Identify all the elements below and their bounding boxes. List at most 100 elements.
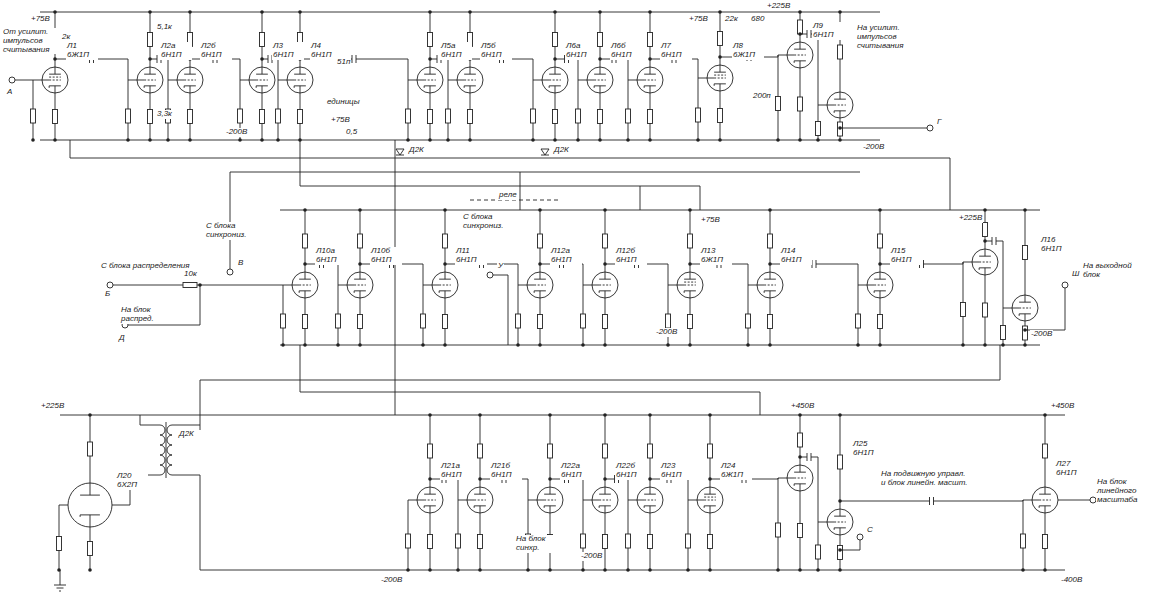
tube-grid: [834, 105, 846, 106]
tube-grid: [424, 500, 436, 501]
tube-envelope: [42, 67, 68, 93]
junction-dot: [538, 262, 542, 266]
tube-lead: [697, 500, 704, 501]
capacitor-symbol: [933, 497, 934, 505]
resistor-symbol: [718, 109, 723, 123]
tube-envelope: [637, 487, 663, 513]
junction-dot: [648, 57, 652, 61]
terminal-symbol: [927, 125, 933, 131]
tube-envelope: [68, 483, 112, 527]
junction-dot: [838, 10, 842, 14]
schematic-label: Л22б 6Н1П: [615, 462, 647, 480]
resistor-symbol: [688, 315, 693, 329]
tube-grid: [794, 55, 806, 56]
resistor-symbol: [708, 535, 713, 549]
junction-dot: [798, 413, 802, 417]
tube-lead: [1045, 487, 1046, 494]
wire: [300, 140, 301, 186]
resistor-symbol: [648, 444, 653, 458]
tube-grid: [534, 285, 546, 286]
ground-symbol: [54, 585, 66, 586]
capacitor-gap: [807, 453, 811, 461]
tube-lead: [550, 487, 551, 494]
junction-dot: [166, 138, 170, 142]
junction-dot: [548, 477, 552, 481]
resistor-symbol: [878, 315, 883, 329]
junction-dot: [298, 10, 302, 14]
resistor-symbol: [776, 97, 781, 111]
junction-dot: [88, 413, 92, 417]
wire: [760, 392, 761, 415]
tube-lead: [42, 80, 49, 81]
tube-lead: [262, 86, 263, 93]
tube-lead: [710, 506, 711, 513]
tube-grid: [684, 282, 696, 283]
resistor-symbol: [358, 234, 363, 248]
resistor-symbol: [626, 534, 631, 548]
junction-dot: [468, 138, 472, 142]
junction-dot: [603, 568, 607, 572]
schematic-label: +75В: [330, 116, 351, 125]
schematic-label: 200п: [752, 92, 772, 101]
resistor-symbol: [260, 33, 265, 47]
schematic-label: Л25 6Н1П: [852, 440, 884, 458]
tube-lead: [249, 80, 256, 81]
tube-lead: [637, 500, 644, 501]
schematic-label: Л27 6Н1П: [1055, 460, 1087, 478]
junction-dot: [538, 208, 542, 212]
schematic-label: 680: [750, 15, 765, 24]
tube-lead: [690, 272, 691, 279]
junction-dot: [428, 413, 432, 417]
junction-dot: [686, 568, 690, 572]
schematic-label: Л2а 6Н1П: [160, 42, 192, 60]
junction-dot: [148, 57, 152, 61]
junction-dot: [648, 568, 652, 572]
junction-dot: [768, 208, 772, 212]
tube-lead: [457, 80, 464, 81]
tube-lead: [150, 67, 151, 74]
schematic-label: На блок распред.: [120, 306, 172, 324]
junction-dot: [776, 138, 780, 142]
schematic-label: 2к: [61, 33, 71, 42]
resistor-symbol: [531, 109, 536, 123]
junction-dot: [1043, 413, 1047, 417]
wire: [172, 475, 380, 570]
tube-lead: [605, 272, 606, 279]
wire: [840, 540, 860, 550]
tube-lead: [650, 67, 651, 74]
tube-lead: [800, 42, 801, 49]
wire: [172, 425, 200, 426]
resistor-symbol: [581, 534, 586, 548]
junction-dot: [478, 568, 482, 572]
schematic-label: Л8 6Ж1П: [732, 42, 764, 60]
junction-dot: [838, 138, 842, 142]
junction-dot: [531, 138, 535, 142]
junction-dot: [776, 568, 780, 572]
tube-lead: [445, 272, 446, 279]
junction-dot: [718, 138, 722, 142]
schematic-label: Л1 6Ж1П: [66, 42, 98, 60]
junction-dot: [838, 126, 842, 130]
schematic-label: На блок синхр.: [515, 535, 562, 553]
tube-envelope: [707, 65, 733, 91]
tube-lead: [757, 285, 764, 286]
wire: [166, 422, 167, 478]
wire: [1058, 500, 1090, 501]
junction-dot: [260, 57, 264, 61]
tube-lead: [262, 67, 263, 74]
junction-dot: [53, 57, 57, 61]
junction-dot: [626, 568, 630, 572]
tube-grid: [599, 500, 611, 501]
tube-lead: [840, 111, 841, 118]
resistor-symbol: [696, 108, 701, 122]
schematic-label: 3,3к: [156, 110, 173, 119]
wire: [493, 275, 508, 345]
resistor-symbol: [553, 110, 558, 124]
tube-lead: [540, 291, 541, 298]
tube-lead: [555, 86, 556, 93]
junction-dot: [336, 343, 340, 347]
resistor-symbol: [336, 314, 341, 328]
capacitor-symbol: [816, 260, 817, 268]
tube-lead: [770, 272, 771, 279]
